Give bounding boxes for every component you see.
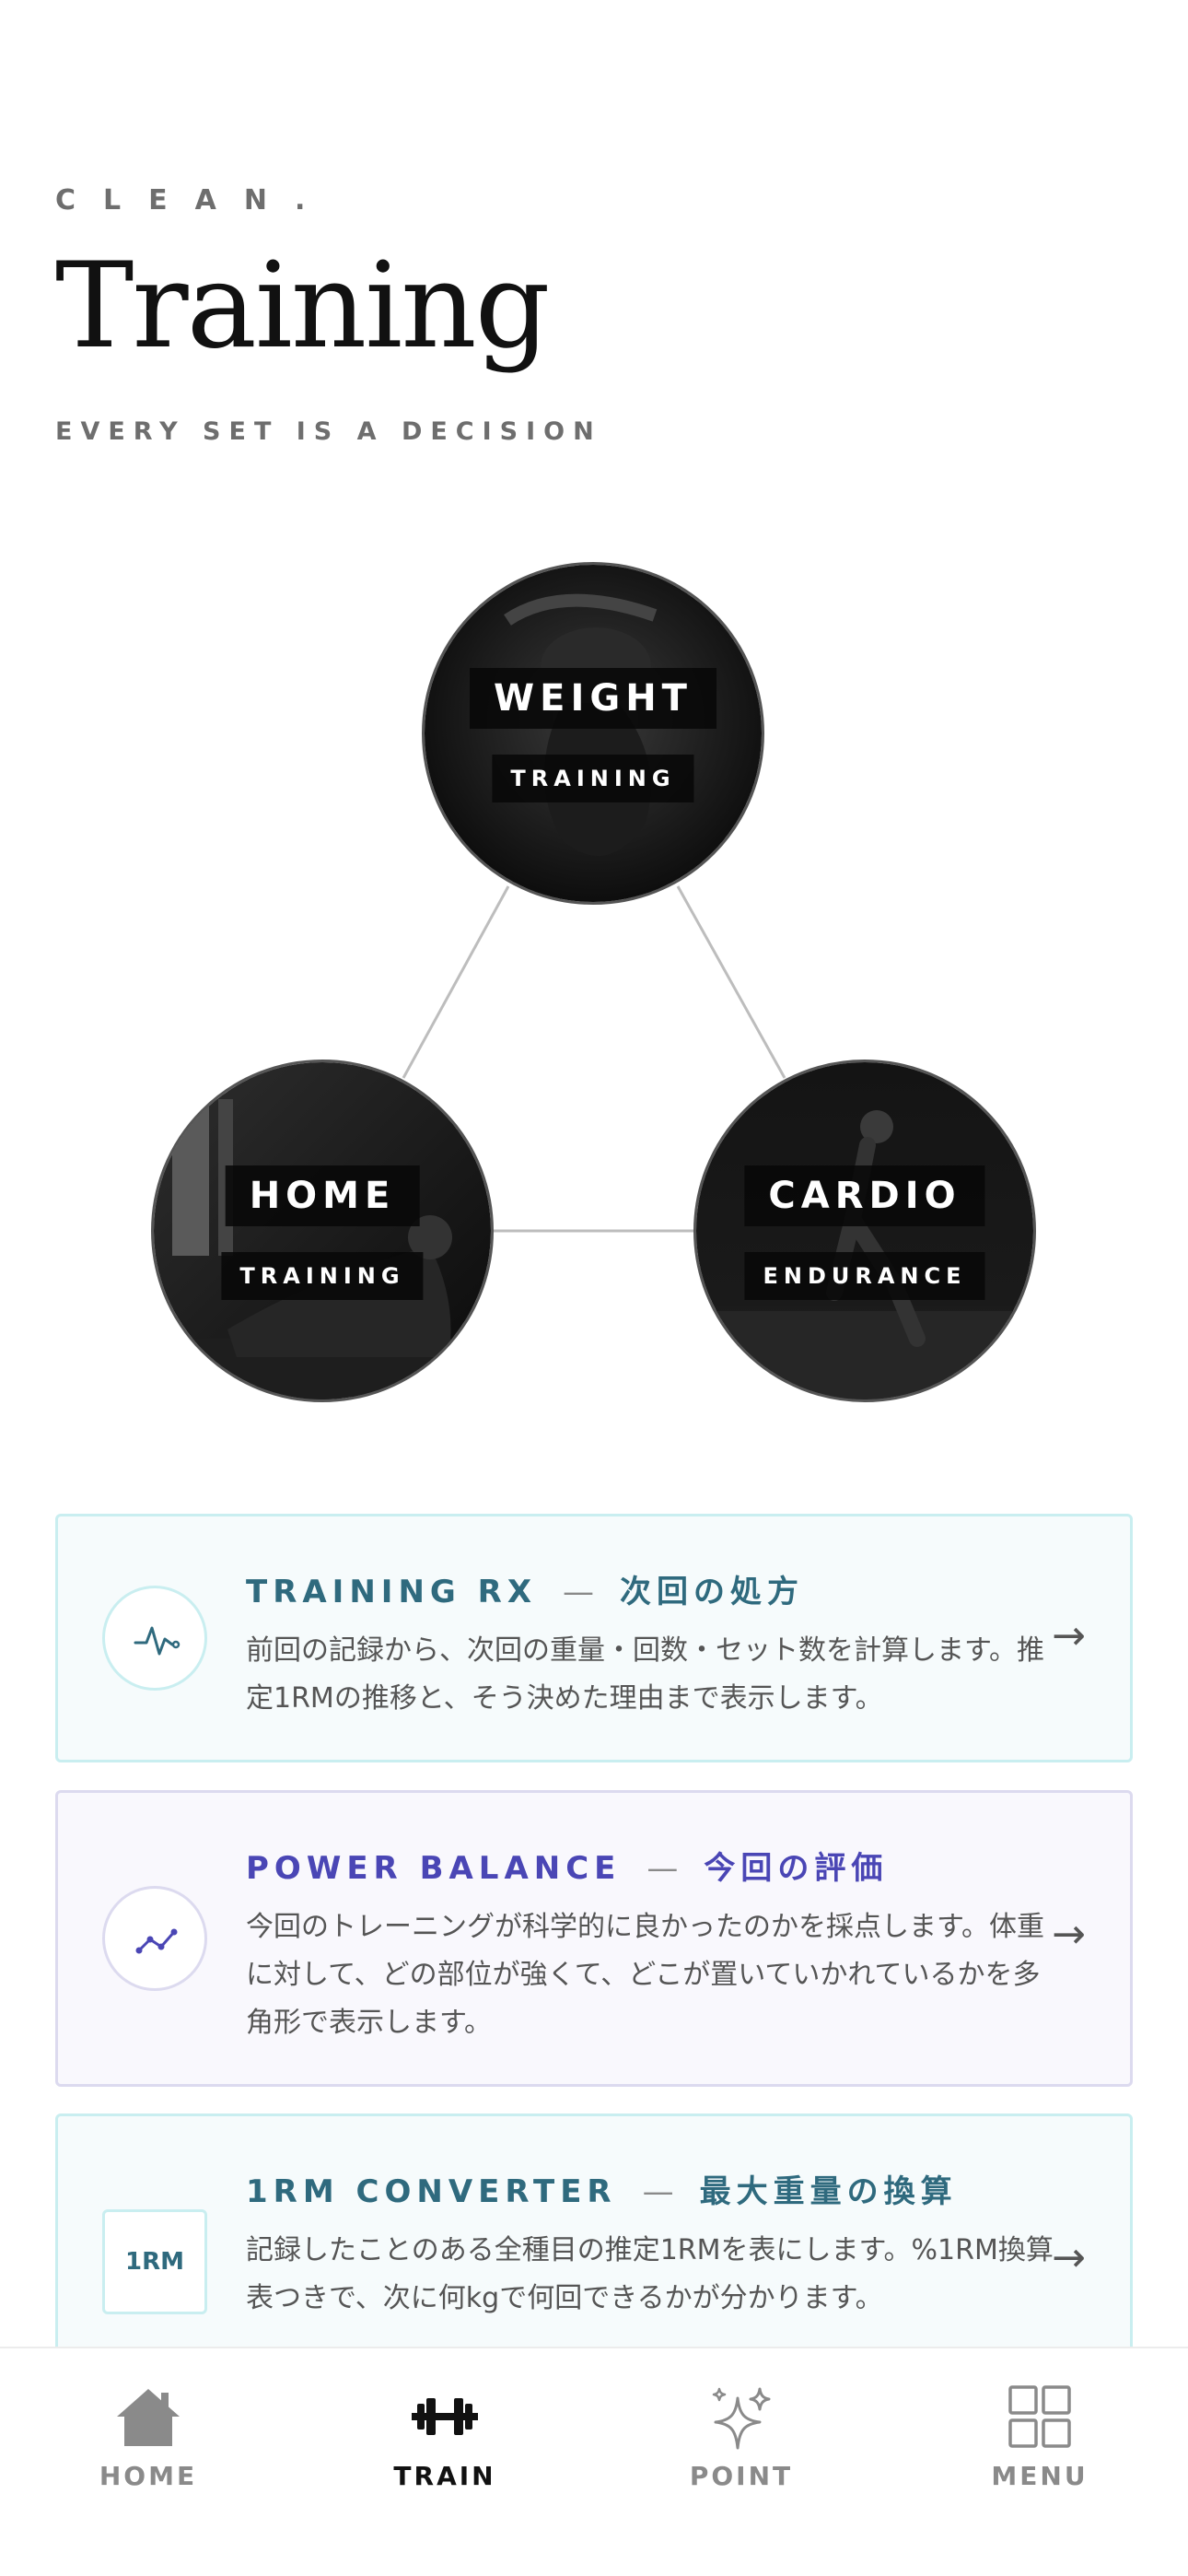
tab-home-label: HOME	[99, 2461, 198, 2491]
training-rx-card[interactable]: TRAINING RX—次回の処方 前回の記録から、次回の重量・回数・セット数を…	[55, 1514, 1133, 1762]
home-main-label: HOME	[225, 1165, 420, 1226]
cardio-sub-label: ENDURANCE	[744, 1252, 985, 1300]
home-training-photo	[154, 1062, 491, 1399]
home-icon	[117, 2389, 180, 2446]
page-title: Training	[55, 238, 551, 375]
card-title: TRAINING RX—次回の処方	[246, 1574, 805, 1610]
tab-train[interactable]: TRAIN	[344, 2385, 546, 2491]
bottom-tab-bar: HOME TRAIN POINT MENU	[0, 2347, 1188, 2576]
pulse-icon	[134, 1626, 181, 1656]
weight-sub-label: TRAINING	[492, 755, 694, 802]
home-training-button[interactable]: HOME TRAINING	[151, 1060, 494, 1402]
arrow-right-icon: →	[1052, 1911, 1086, 1958]
weight-training-photo	[425, 565, 762, 902]
cardio-main-label: CARDIO	[744, 1165, 985, 1226]
trend-icon-circle	[102, 1886, 207, 1991]
tab-point-label: POINT	[689, 2461, 794, 2491]
tab-menu-label: MENU	[991, 2461, 1089, 2491]
power-balance-card[interactable]: POWER BALANCE—今回の評価 今回のトレーニングが科学的に良かったのか…	[55, 1790, 1133, 2087]
tab-menu[interactable]: MENU	[938, 2385, 1141, 2491]
cardio-endurance-photo	[696, 1062, 1033, 1399]
weight-main-label: WEIGHT	[470, 668, 716, 729]
brand-logo: CLEAN.	[55, 184, 333, 217]
connector-lines	[402, 885, 786, 1233]
grid-icon	[1008, 2385, 1071, 2448]
arrow-right-icon: →	[1052, 1612, 1086, 1659]
card-title: 1RM CONVERTER—最大重量の換算	[246, 2173, 958, 2210]
trend-icon	[135, 1928, 178, 1954]
pulse-icon-circle	[102, 1586, 207, 1691]
tab-home[interactable]: HOME	[47, 2385, 250, 2491]
page-subtitle: EVERY SET IS A DECISION	[55, 417, 602, 446]
cardio-endurance-button[interactable]: CARDIO ENDURANCE	[693, 1060, 1036, 1402]
dumbbell-icon	[412, 2398, 478, 2435]
card-description: 今回のトレーニングが科学的に良かったのかを採点します。体重に対して、どの部位が強…	[246, 1911, 1044, 2039]
page-header: CLEAN. Training EVERY SET IS A DECISION	[55, 184, 602, 446]
sparkle-icon	[712, 2387, 771, 2450]
arrow-right-icon: →	[1052, 2234, 1086, 2281]
card-description: 前回の記録から、次回の重量・回数・セット数を計算します。推定1RMの推移と、そう…	[246, 1634, 1044, 1715]
tab-point[interactable]: POINT	[640, 2385, 843, 2491]
weight-training-button[interactable]: WEIGHT TRAINING	[422, 562, 764, 905]
1rm-badge-icon: 1RM	[102, 2209, 207, 2314]
card-title: POWER BALANCE—今回の評価	[246, 1850, 889, 1887]
tab-train-label: TRAIN	[393, 2461, 496, 2491]
card-description: 記録したことのある全種目の推定1RMを表にします。%1RM換算表つきで、次に何k…	[246, 2234, 1054, 2314]
home-sub-label: TRAINING	[221, 1252, 424, 1300]
